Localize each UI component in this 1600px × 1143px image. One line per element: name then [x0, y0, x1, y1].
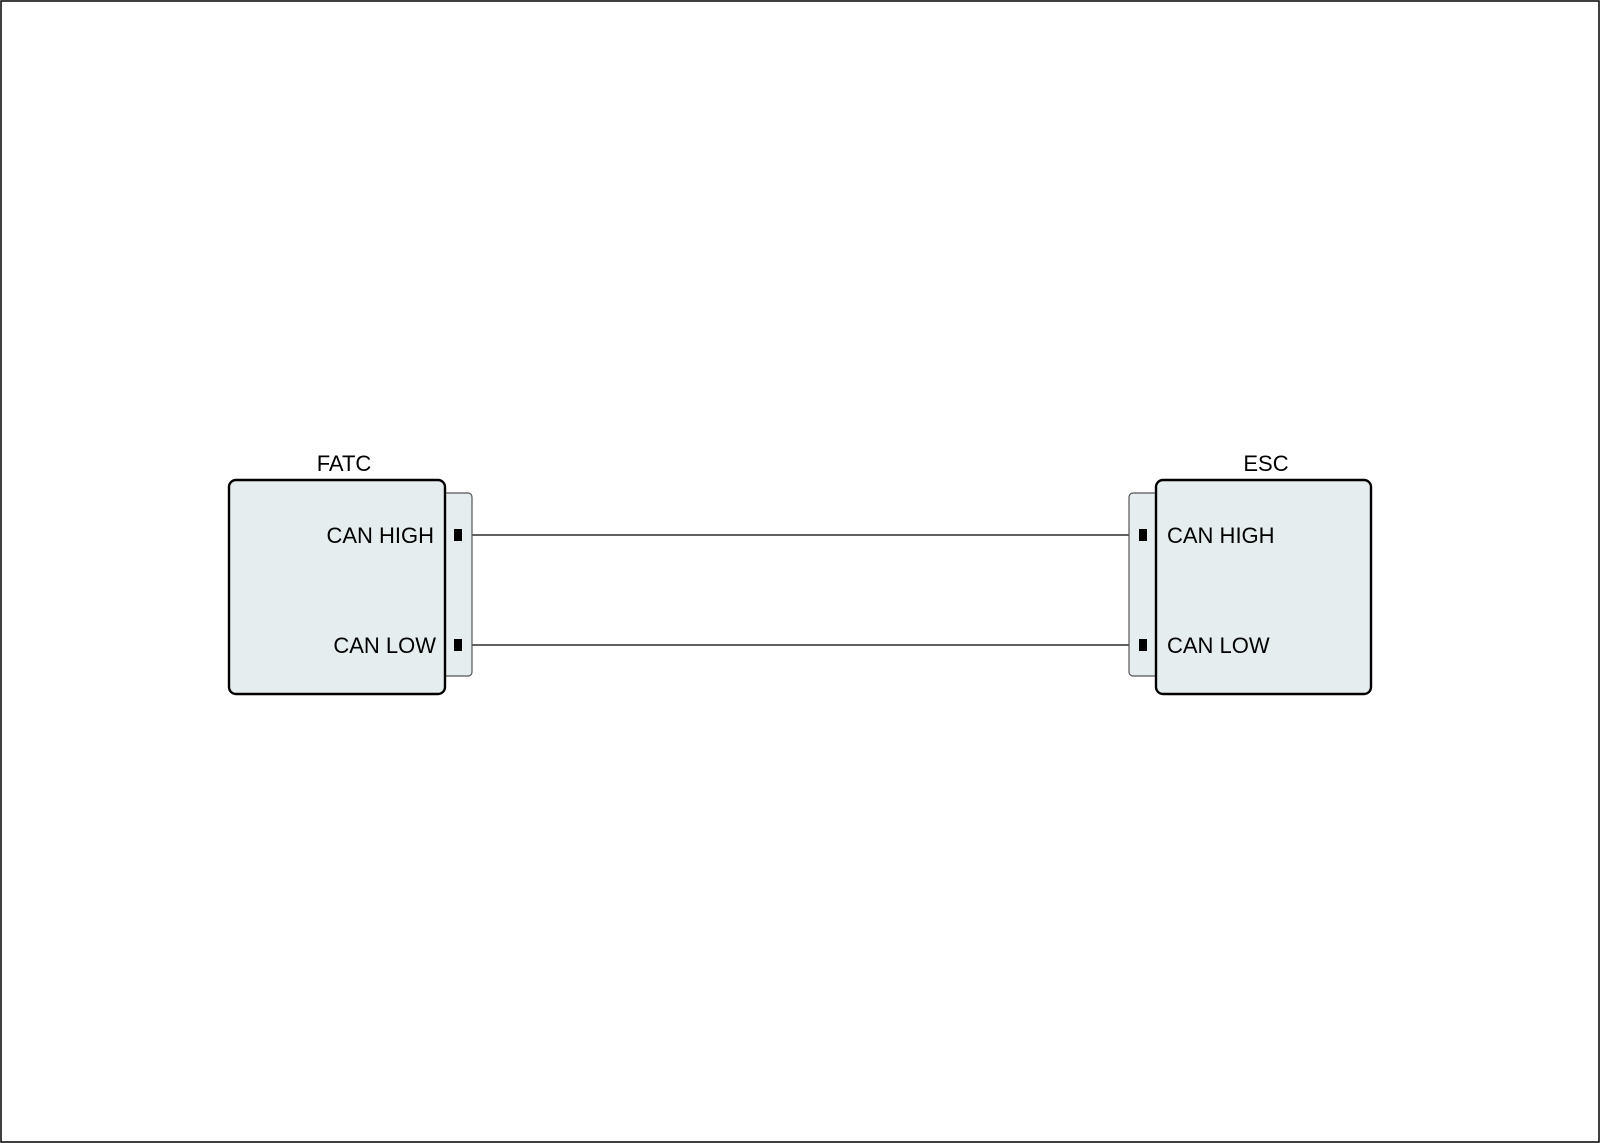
- fatc-pin-label-can-low: CAN LOW: [333, 633, 436, 658]
- fatc-pin-terminal-can-high: [454, 529, 462, 541]
- module-esc-title: ESC: [1243, 451, 1288, 476]
- esc-pin-label-can-low: CAN LOW: [1167, 633, 1270, 658]
- module-fatc-body: [227, 478, 447, 696]
- esc-pin-label-can-high: CAN HIGH: [1167, 523, 1275, 548]
- esc-pin-terminal-can-high: [1139, 529, 1147, 541]
- module-fatc-title: FATC: [317, 451, 372, 476]
- module-esc: ESC CAN HIGH CAN LOW: [1128, 451, 1373, 696]
- esc-pin-terminal-can-low: [1139, 639, 1147, 651]
- module-esc-body: [1154, 478, 1373, 696]
- module-fatc: FATC CAN HIGH CAN LOW: [227, 451, 473, 696]
- fatc-pin-terminal-can-low: [454, 639, 462, 651]
- fatc-pin-label-can-high: CAN HIGH: [326, 523, 434, 548]
